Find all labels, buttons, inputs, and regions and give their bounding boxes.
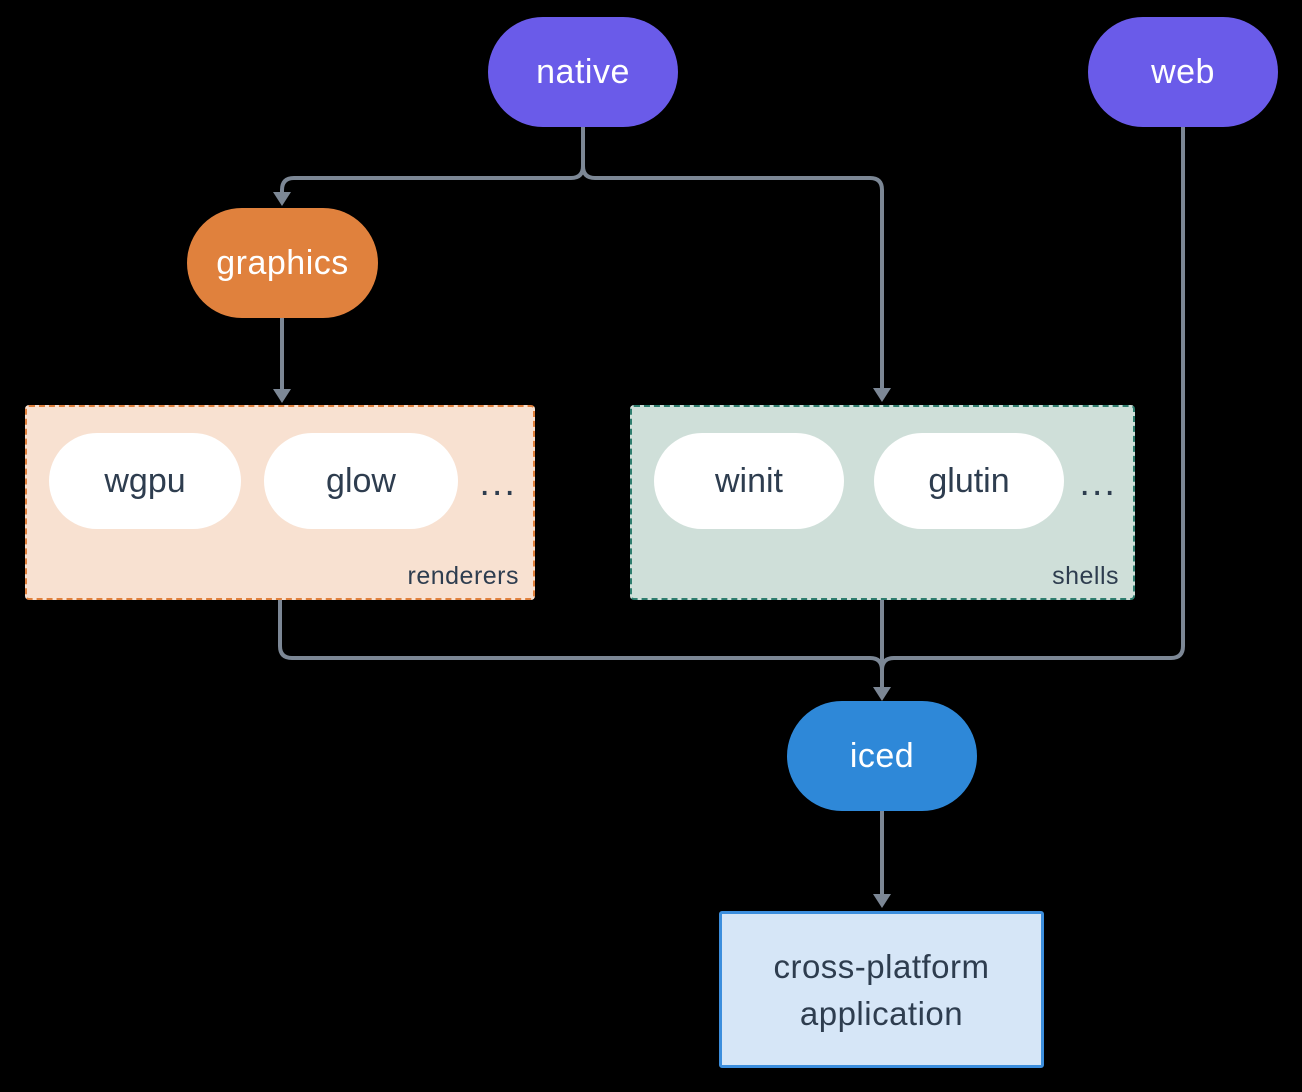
node-glow-label: glow xyxy=(326,461,396,500)
node-web: web xyxy=(1088,17,1278,127)
arrowhead-application xyxy=(873,894,891,908)
renderers-ellipsis: ... xyxy=(479,461,517,504)
arrowhead-iced xyxy=(873,687,891,701)
node-cross-platform-application: cross-platform application xyxy=(719,911,1044,1068)
shells-ellipsis: ... xyxy=(1079,461,1117,504)
connector-native-to-graphics xyxy=(280,127,585,192)
arrowhead-shells xyxy=(873,388,891,402)
node-glutin: glutin xyxy=(874,433,1064,529)
node-graphics-label: graphics xyxy=(216,243,349,282)
arrowhead-graphics xyxy=(273,192,291,206)
node-winit: winit xyxy=(654,433,844,529)
arrowhead-renderers xyxy=(273,389,291,403)
connector-native-to-shells xyxy=(581,127,884,388)
application-label-line1: cross-platform xyxy=(773,947,990,985)
node-iced: iced xyxy=(787,701,977,811)
node-glutin-label: glutin xyxy=(928,461,1010,500)
node-winit-label: winit xyxy=(714,461,784,500)
group-shells-label: shells xyxy=(1052,562,1119,590)
node-native-label: native xyxy=(536,52,630,91)
node-web-label: web xyxy=(1151,52,1215,91)
node-graphics: graphics xyxy=(187,208,378,318)
node-native: native xyxy=(488,17,678,127)
node-iced-label: iced xyxy=(849,736,915,775)
group-shells: winit glutin ... shells xyxy=(630,405,1135,600)
node-wgpu: wgpu xyxy=(49,433,241,529)
connector-renderers-to-iced xyxy=(278,600,884,671)
node-glow: glow xyxy=(264,433,458,529)
application-label-line2: application xyxy=(799,994,964,1032)
group-renderers-label: renderers xyxy=(407,562,519,590)
group-renderers: wgpu glow ... renderers xyxy=(25,405,535,600)
node-wgpu-label: wgpu xyxy=(104,461,186,500)
